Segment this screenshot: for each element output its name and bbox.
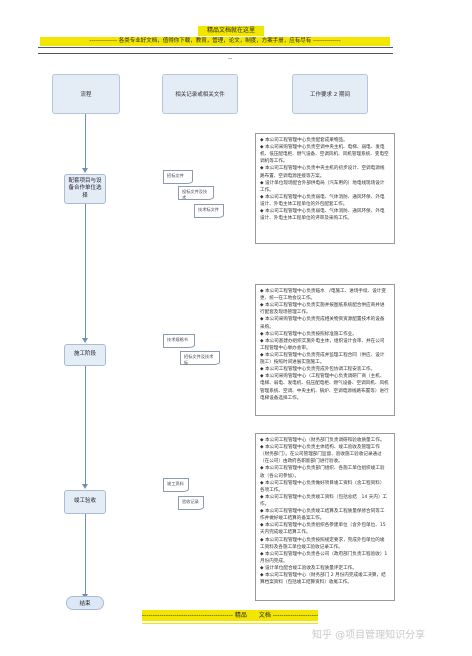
step-supplier-selection: 配套项目与设备合作单位选择 — [64, 174, 106, 204]
document-icon: 招标文件 — [163, 170, 193, 184]
note-line: ◆ 本公司采购管理中心负责空调中央主机、电梯、弱电、发电机、低压配电柜、燃气设备… — [260, 145, 389, 165]
note-line: ◆ 本公司工程管理中心负责完成外包协调工程安装工作。 — [260, 367, 376, 373]
note-line: ◆ 设计单位现场配合外部供电局（汽车用的）地电线现场设计工作。 — [260, 180, 385, 193]
note-line: ◆ 本公司采购管理中心负责完成相关物资资源配置技术的设备采购。 — [260, 317, 385, 330]
document-icon: 技术标文件 — [194, 204, 224, 218]
document-icon: 招标文件及技术标 — [180, 351, 220, 365]
flow-connector — [85, 204, 86, 340]
requirements-notes-selection: ◆ 本公司工程管理中心负责配套成果物品。 ◆ 本公司采购管理中心负责空调中央主机… — [255, 133, 395, 244]
note-line: ◆ 本公司工程管理中心（财务部门 2 月份内完成竣工决算，结算档案资料（包括竣工… — [260, 573, 386, 586]
note-line: ◆ 本公司工程管理中心负责竣工结算及工程质量保修合同等工作并做好竣工结算的备案工… — [260, 509, 385, 522]
note-line: ◆ 本公司工程管理中心负责临水 /电施工、进场手续、设计变更、统一在工地会议工作… — [260, 289, 386, 302]
column-header-process: 流程 — [52, 74, 120, 114]
note-line: ◆ 本公司工程管理中心（财务部门负责调研和验收质量工作。 — [260, 438, 385, 443]
flow-connector — [85, 514, 86, 596]
top-banner: 精品文档就在这里 — [198, 26, 264, 36]
flow-connector — [85, 366, 86, 486]
column-header-requirements: 工作要求 2 期间 — [292, 74, 368, 114]
flow-arrow — [82, 484, 88, 489]
note-line: ◆ 本公司工程管理中心负责部门组织、各施工单位组织竣工验收（各公司参加）。 — [260, 466, 385, 479]
column-header-records: 相关记录或相关文件 — [162, 74, 238, 114]
mark: -- — [228, 55, 233, 62]
note-line: ◆ 本公司工程管理中心负责配套成果物品。 — [260, 138, 348, 143]
requirements-notes-acceptance: ◆ 本公司工程管理中心（财务部门负责调研和验收质量工作。 ◆ 本公司工程管理中心… — [255, 433, 395, 601]
divider — [142, 623, 318, 624]
step-construction: 施工阶段 — [64, 344, 106, 366]
document-icon: 技术规格书 — [163, 334, 195, 348]
note-line: ◆ 本公司工程管理中心负责竣工资料（包括总结 14 天内）工作。 — [260, 494, 388, 507]
note-line: ◆ 本公司工程管理中心负责完成并监理工程合同（供应、设计施工）按照时间进展实施施… — [260, 352, 385, 366]
note-line: ◆ 本公司工程管理中心负责中央主机的初步设计、空调电源线路布置、空调电源连接等方… — [260, 166, 385, 179]
top-slogan: -------------- 各类专业好文档，值得你下载，教育，管理，论文，制度… — [40, 37, 390, 46]
note-line: ◆ 本公司工程管理中心负责弱电、气体消防、通风环保、外电设计、外电主体工程单位的… — [260, 194, 385, 207]
flow-arrow — [82, 338, 88, 343]
note-line: ◆ 本公司工程管理中心负责组织各参建单位（含外包单位、15 天内完成竣工结算工作… — [260, 523, 386, 536]
note-line: ◆ 本公司采购管理中心（工程管理中心负责调研厂商（主机、电梯、弱电、发电机、低压… — [260, 374, 389, 401]
flow-arrow — [82, 168, 88, 173]
note-line: ◆ 本公司工程管理中心负责按照标准施工作业。 — [260, 331, 357, 337]
bottom-banner: ----------------------------------------… — [142, 610, 318, 621]
note-line: ◆ 本公司工程管理中心负责主体结构、竣工验收及管理工作（财务部门）。在公司管理部… — [260, 445, 382, 465]
step-acceptance: 竣工验收 — [64, 490, 106, 514]
document-icon: 竣工资料 — [163, 478, 189, 492]
requirements-notes-construction: ◆ 本公司工程管理中心负责临水 /电施工、进场手续、设计变更、统一在工地会议工作… — [255, 284, 395, 416]
divider — [38, 53, 393, 54]
note-line: ◆ 设计单位配合竣工验收及工程质量评定工作。 — [260, 565, 357, 571]
step-end: 结束 — [66, 596, 104, 610]
note-line: ◆ 本公司工程管理中心负责做好项目竣工资料（含工程资料）各项工作。 — [260, 480, 385, 493]
note-line: ◆ 本公司工程管理中心负责各公司（政府部门负责工程验收）1 月份内完成。 — [260, 551, 388, 564]
watermark: 知乎 @项目管理知识分享 — [312, 630, 426, 641]
note-line: ◆ 本公司工程管理中心负责弱电、气体消防、通风环保、外电设计、外电主体工程单位的… — [260, 209, 385, 222]
document-icon: 验收记录 — [178, 496, 204, 510]
divider — [38, 47, 393, 48]
document-icon: 投标文件及技术 — [178, 186, 214, 200]
note-line: ◆ 本公司基建办组织实施外电主体，组织设计会审、并在公司工程管理中心举办会审。 — [260, 338, 385, 351]
flow-connector — [85, 114, 86, 170]
note-line: ◆ 本公司工程管理中心负责实施并按图纸系统配合供应商并进行配套及现场管理工作。 — [260, 303, 385, 316]
note-line: ◆ 本公司工程管理中心负责按照规定要求，完成外包单位的竣工资料及各施工单位竣工验… — [260, 537, 385, 550]
